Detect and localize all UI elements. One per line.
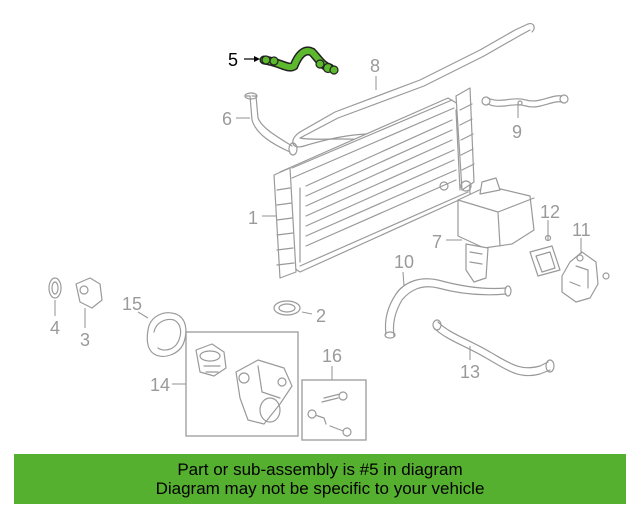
part-14-assembly [185,331,299,437]
info-banner: Part or sub-assembly is #5 in diagram Di… [14,454,626,504]
part-11-housing [561,251,610,303]
part-3-housing [75,277,103,309]
callout-3: 3 [80,330,90,350]
callout-7: 7 [432,232,442,252]
part-6-hose [244,92,298,156]
part-2-seal [273,300,301,316]
callout-2: 2 [316,306,326,326]
callout-6: 6 [222,109,232,129]
part-12-gasket [529,234,561,277]
callout-labels: 1 2 3 4 5 6 7 8 9 10 11 12 13 14 15 16 [50,50,591,395]
part-9-pipe [481,94,569,108]
leader-lines [54,56,582,385]
banner-line-disclaimer: Diagram may not be specific to your vehi… [155,479,485,498]
callout-13: 13 [460,362,480,382]
callout-8: 8 [370,56,380,76]
callout-10: 10 [394,252,414,272]
exploded-parts-diagram: 1 2 3 4 5 6 7 8 9 10 11 12 13 14 15 16 [48,23,610,441]
part-15-gasket [146,312,187,357]
callout-12: 12 [540,202,560,222]
callout-4: 4 [50,318,60,338]
callout-5: 5 [228,50,238,70]
part-4-ring [48,277,62,299]
part-13-hose [432,319,555,377]
part-7-reservoir [457,177,535,283]
part-1-radiator [273,87,475,279]
part-16-bolts [301,379,367,441]
callout-15: 15 [122,294,142,314]
callout-11: 11 [572,220,591,240]
part-10-hose [384,278,512,339]
callout-16: 16 [322,346,342,366]
callout-1: 1 [248,208,258,228]
part-5-hose-highlighted [259,46,339,75]
banner-line-part-number: Part or sub-assembly is #5 in diagram [177,460,463,479]
callout-9: 9 [512,122,522,142]
callout-14: 14 [150,375,170,395]
